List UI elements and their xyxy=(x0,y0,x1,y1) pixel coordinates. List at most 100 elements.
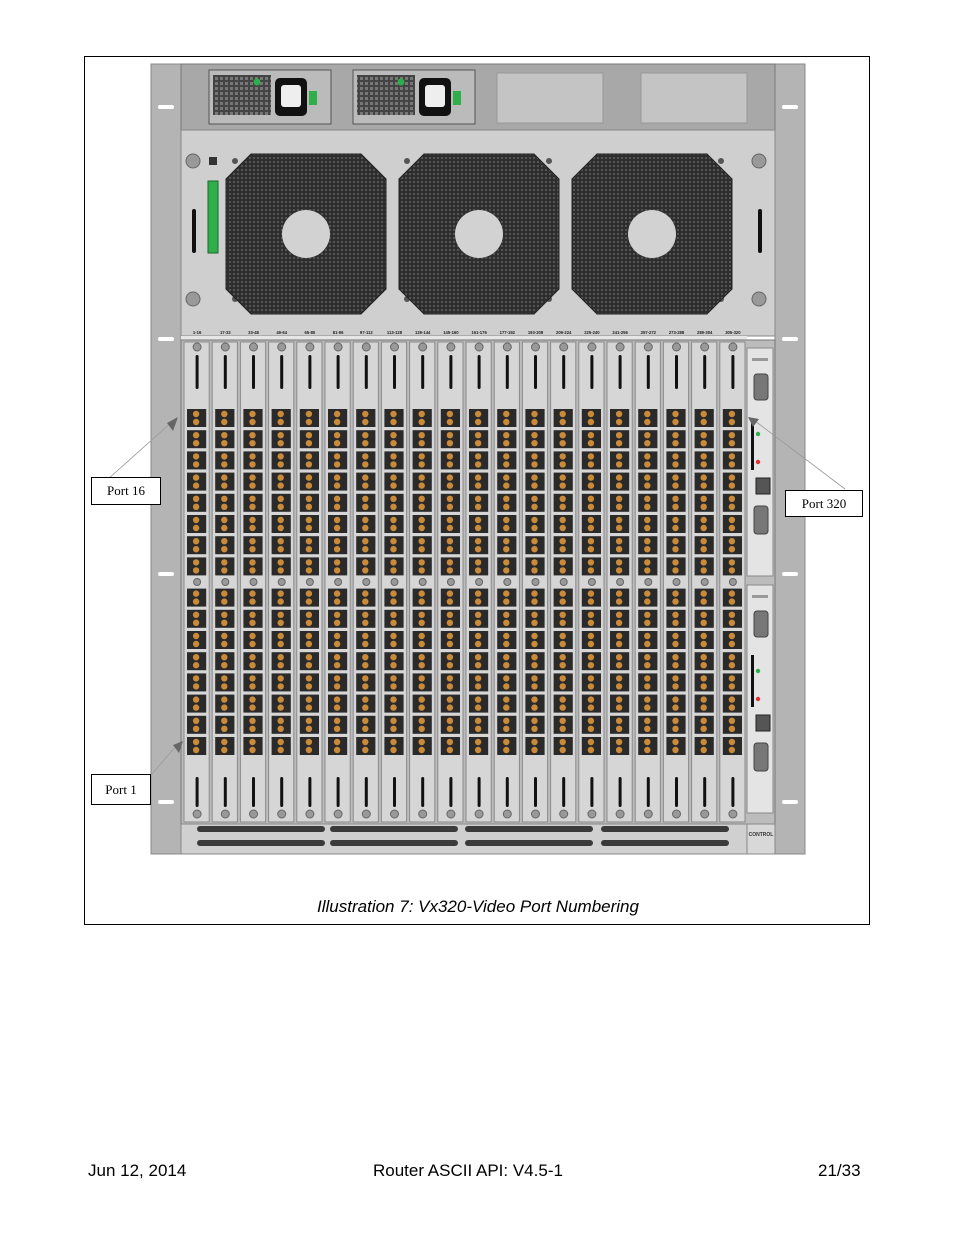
slot-range-label: 113-128 xyxy=(387,330,403,335)
bnc-connector xyxy=(277,567,284,574)
bnc-connector xyxy=(587,696,595,703)
bnc-connector xyxy=(418,453,425,460)
vent-slot xyxy=(601,826,729,832)
bnc-connector xyxy=(221,482,228,489)
bnc-connector xyxy=(249,632,256,640)
bnc-connector xyxy=(700,495,707,502)
bnc-connector xyxy=(700,432,707,439)
bnc-connector xyxy=(644,516,651,524)
bnc-connector xyxy=(615,461,623,468)
card-mid-screw xyxy=(587,578,596,586)
bnc-connector xyxy=(587,410,595,418)
card-handle xyxy=(534,777,537,807)
bnc-connector xyxy=(390,738,397,746)
bnc-connector xyxy=(728,538,736,545)
bnc-connector xyxy=(474,704,482,711)
card-handle xyxy=(308,777,312,807)
bnc-connector xyxy=(277,432,284,439)
bnc-connector xyxy=(531,675,538,682)
bnc-connector xyxy=(446,461,454,468)
bnc-connector xyxy=(503,738,510,746)
card-handle xyxy=(703,355,707,389)
slot-range-label: 33-48 xyxy=(248,330,259,335)
bnc-connector-block xyxy=(525,694,545,713)
card-screw xyxy=(361,342,371,352)
bnc-connector xyxy=(644,546,651,553)
bnc-connector xyxy=(700,738,707,746)
bnc-connector xyxy=(418,632,425,640)
bnc-connector-block xyxy=(469,631,489,649)
card-screw xyxy=(361,809,371,819)
bnc-connector xyxy=(362,598,369,605)
bnc-connector xyxy=(474,418,482,426)
bnc-connector-block xyxy=(525,588,545,607)
bnc-connector xyxy=(728,640,736,648)
bnc-connector-block xyxy=(328,515,348,533)
bnc-connector-block xyxy=(299,673,319,692)
bnc-connector xyxy=(221,410,228,418)
bnc-connector xyxy=(644,704,651,711)
bnc-connector xyxy=(221,611,228,618)
vent-slot xyxy=(197,826,325,832)
bnc-connector xyxy=(362,696,369,703)
bnc-connector xyxy=(221,503,228,510)
bnc-connector xyxy=(333,432,341,439)
bnc-connector xyxy=(390,410,397,418)
bnc-connector xyxy=(333,461,341,468)
bnc-connector xyxy=(474,538,482,545)
bnc-connector xyxy=(221,559,228,566)
psu-switch xyxy=(309,91,317,105)
bnc-connector-block xyxy=(299,557,319,576)
bnc-connector xyxy=(277,598,284,605)
card-screw xyxy=(220,342,230,352)
card-handle xyxy=(646,355,650,389)
bnc-connector xyxy=(390,590,397,597)
bnc-connector-block xyxy=(610,536,630,555)
bnc-connector xyxy=(418,598,425,605)
bnc-connector xyxy=(615,654,623,661)
card-screw xyxy=(615,342,625,352)
bnc-connector-block xyxy=(694,557,714,576)
bnc-connector xyxy=(362,746,369,754)
bnc-connector-block xyxy=(356,631,376,649)
bnc-connector xyxy=(503,725,510,732)
bnc-connector xyxy=(672,474,679,481)
bnc-connector xyxy=(446,495,454,502)
bnc-connector-block xyxy=(469,694,489,713)
bnc-connector-block xyxy=(215,715,235,734)
bnc-connector-block xyxy=(215,631,235,649)
bnc-connector xyxy=(672,432,679,439)
bnc-connector xyxy=(277,516,284,524)
bnc-connector xyxy=(277,559,284,566)
bnc-connector xyxy=(644,598,651,605)
bnc-connector-block xyxy=(666,430,686,449)
bnc-connector xyxy=(221,590,228,597)
bnc-connector-block xyxy=(553,557,573,576)
bnc-connector xyxy=(249,559,256,566)
bnc-connector xyxy=(192,559,200,566)
bnc-connector xyxy=(615,598,623,605)
bnc-connector xyxy=(192,696,200,703)
bnc-connector xyxy=(728,725,736,732)
bnc-connector-block xyxy=(271,588,291,607)
bnc-connector xyxy=(531,717,538,724)
bnc-connector-block xyxy=(553,737,573,755)
bnc-connector xyxy=(277,503,284,510)
bnc-connector xyxy=(644,495,651,502)
footer-title: Router ASCII API: V4.5-1 xyxy=(373,1161,563,1180)
bnc-connector xyxy=(362,725,369,732)
rack-ear-slot xyxy=(782,105,798,109)
card-screw xyxy=(502,342,512,352)
bnc-connector xyxy=(446,725,454,732)
psu-switch xyxy=(453,91,461,105)
bnc-connector xyxy=(390,619,397,626)
bnc-connector xyxy=(559,453,566,460)
card-handle xyxy=(731,355,735,389)
bnc-connector xyxy=(531,461,538,468)
bnc-connector xyxy=(192,611,200,618)
bnc-connector xyxy=(587,546,595,553)
pointer-port1-arrow xyxy=(173,741,183,753)
bnc-connector xyxy=(390,524,397,532)
bnc-connector-block xyxy=(328,694,348,713)
bnc-connector-block xyxy=(271,515,291,533)
